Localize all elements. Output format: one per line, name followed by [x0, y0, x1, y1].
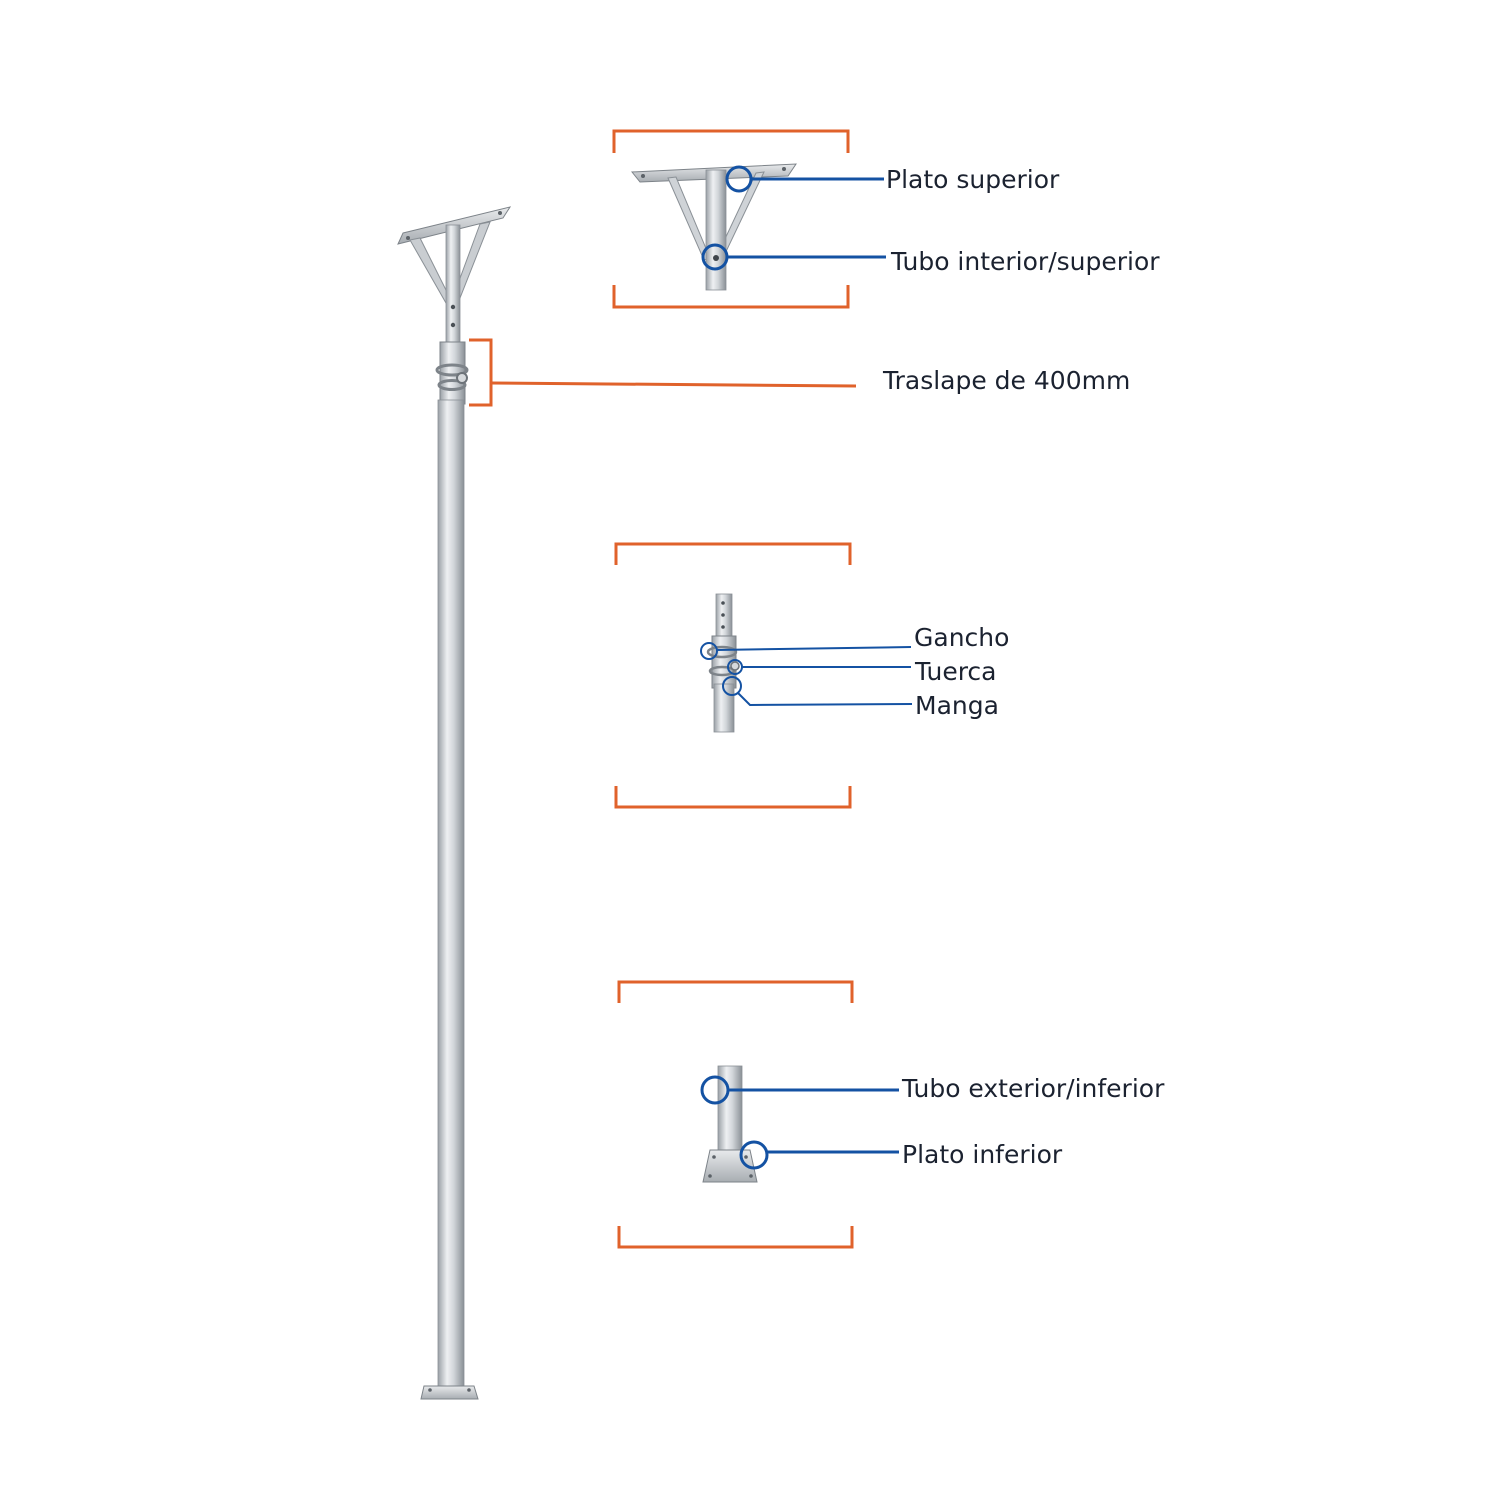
detail-bottom-bracket-upper — [617, 980, 854, 1003]
detail-bottom-bracket-lower — [617, 1226, 854, 1249]
main-left-brace — [409, 237, 452, 304]
detail-top — [612, 129, 886, 309]
label-traslape: Traslape de 400mm — [882, 366, 1130, 395]
detail-middle — [614, 542, 913, 809]
label-gancho: Gancho — [914, 623, 1009, 652]
label-tuerca: Tuerca — [914, 657, 997, 686]
detail-top-bracket-lower — [612, 285, 850, 309]
label-plato-inferior: Plato inferior — [902, 1140, 1063, 1169]
detail-bottom — [617, 980, 899, 1249]
label-plato-superior: Plato superior — [886, 165, 1060, 194]
label-tubo-interior-superior: Tubo interior/superior — [890, 247, 1160, 276]
callout-marker-gancho — [700, 642, 718, 660]
detail-top-bracket-upper — [612, 129, 850, 153]
overlap-bracket — [469, 338, 857, 407]
detail-middle-bracket-lower — [614, 786, 852, 809]
callout-marker-manga — [722, 676, 742, 696]
label-manga: Manga — [915, 691, 999, 720]
detail-middle-bracket-upper — [614, 542, 852, 565]
label-tubo-exterior-inferior: Tubo exterior/inferior — [901, 1074, 1165, 1103]
main-prop — [397, 206, 512, 1400]
main-inner-tube — [445, 224, 461, 351]
main-base-plate — [420, 1385, 479, 1400]
main-outer-tube — [437, 399, 465, 1391]
callout-marker-plato-inferior — [739, 1140, 769, 1170]
